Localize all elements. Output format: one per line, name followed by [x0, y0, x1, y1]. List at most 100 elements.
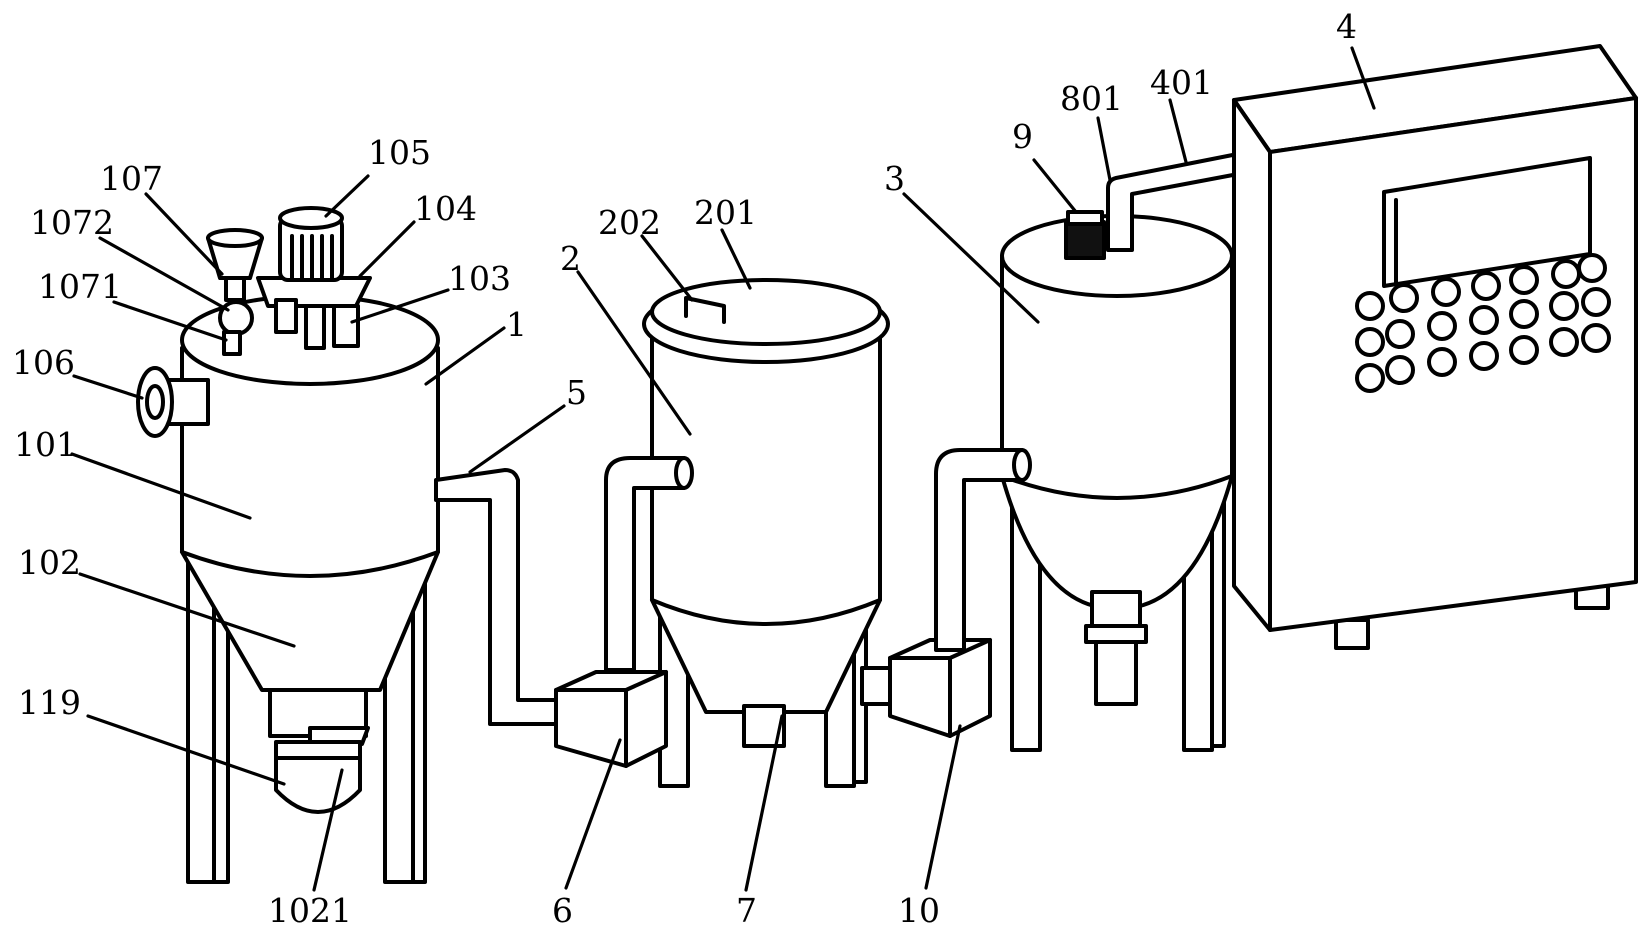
- label-107: 107: [100, 159, 163, 198]
- tank-1-motor-cap: [278, 206, 344, 230]
- control-button[interactable]: [1355, 291, 1385, 321]
- control-button[interactable]: [1389, 283, 1419, 313]
- tank-1-inlet-1071: [222, 330, 242, 356]
- leader-119: [86, 714, 286, 786]
- tank-3-inlet-pipe: [934, 448, 1024, 652]
- label-4: 4: [1336, 7, 1357, 46]
- tank-1-side-port-flange: [136, 366, 174, 438]
- tank-2-lid-handle-202: [684, 296, 726, 324]
- leader-3: [902, 192, 1040, 324]
- tank-1: [136, 206, 440, 884]
- label-10: 10: [898, 891, 940, 930]
- control-button[interactable]: [1549, 327, 1579, 357]
- label-1072: 1072: [30, 203, 114, 242]
- label-6: 6: [552, 891, 573, 930]
- leader-1021: [312, 768, 344, 892]
- tank-1-side-port-ring: [145, 384, 165, 420]
- tank-1-hopper-rim: [206, 228, 264, 248]
- leader-101: [70, 452, 252, 520]
- control-button[interactable]: [1355, 363, 1385, 393]
- tank-1-side-port-pipe: [166, 378, 210, 426]
- control-button[interactable]: [1581, 323, 1611, 353]
- filter-10: [888, 638, 992, 738]
- control-button[interactable]: [1509, 299, 1539, 329]
- control-box-buttons: [1355, 253, 1611, 393]
- filter-10-edge: [948, 638, 992, 660]
- label-1071: 1071: [38, 267, 122, 306]
- control-button[interactable]: [1509, 265, 1539, 295]
- connector-pipe: [860, 666, 894, 706]
- control-button[interactable]: [1469, 341, 1499, 371]
- leader-202: [640, 234, 694, 302]
- control-button[interactable]: [1551, 259, 1581, 289]
- part-labels: 105 107 104 1072 103 1071 1 106 101 102 …: [12, 7, 1357, 930]
- control-box-foot: [1334, 618, 1370, 650]
- leader-103: [350, 288, 450, 324]
- control-button[interactable]: [1427, 347, 1457, 377]
- control-button[interactable]: [1509, 335, 1539, 365]
- tank-1-top-post: [274, 298, 298, 334]
- tank-2-inlet-pipe-end: [674, 456, 694, 490]
- control-button[interactable]: [1469, 305, 1499, 335]
- leader-10: [924, 724, 962, 890]
- label-9: 9: [1012, 117, 1033, 156]
- tank-1-body: [180, 346, 440, 578]
- label-105: 105: [368, 133, 431, 172]
- filter-6-edge: [624, 670, 668, 692]
- control-button[interactable]: [1577, 253, 1607, 283]
- tank-2-body: [650, 320, 882, 626]
- filter-10-box: [888, 638, 992, 738]
- label-5: 5: [566, 373, 587, 412]
- leader-7: [744, 714, 784, 892]
- leader-4: [1350, 46, 1376, 110]
- label-801: 801: [1060, 79, 1123, 118]
- label-201: 201: [694, 193, 757, 232]
- label-401: 401: [1150, 63, 1213, 102]
- control-button[interactable]: [1385, 355, 1415, 385]
- tank-2-lid-201: [650, 278, 882, 346]
- leader-1071: [112, 300, 228, 342]
- tank-3-top-unit-cap: [1066, 210, 1104, 226]
- tank-3: [934, 142, 1286, 752]
- tank-1-top-valve-103: [332, 304, 360, 348]
- leader-2: [576, 270, 692, 436]
- leader-9: [1032, 158, 1078, 214]
- tank-1-hopper-neck: [224, 276, 246, 302]
- control-box-4: [1232, 44, 1638, 650]
- control-button[interactable]: [1427, 311, 1457, 341]
- control-button[interactable]: [1581, 287, 1611, 317]
- leader-6: [564, 738, 622, 890]
- leader-401: [1168, 98, 1188, 164]
- leader-107: [144, 192, 224, 276]
- control-button[interactable]: [1385, 319, 1415, 349]
- leader-106: [72, 374, 144, 400]
- label-103: 103: [448, 259, 511, 298]
- pipe-tank2-to-filter10: [860, 666, 894, 706]
- label-102: 102: [18, 543, 81, 582]
- label-2: 2: [560, 239, 581, 278]
- tank-3-top-unit-9: [1064, 220, 1106, 260]
- tank-3-body: [1000, 254, 1234, 500]
- label-101: 101: [14, 425, 77, 464]
- label-3: 3: [884, 159, 905, 198]
- control-button[interactable]: [1431, 277, 1461, 307]
- label-1021: 1021: [268, 891, 352, 930]
- leader-1072: [98, 236, 230, 312]
- control-button[interactable]: [1355, 327, 1385, 357]
- leader-105: [324, 174, 370, 218]
- control-button[interactable]: [1471, 271, 1501, 301]
- leader-201: [720, 228, 752, 290]
- control-button[interactable]: [1549, 291, 1579, 321]
- control-box-side: [1232, 98, 1272, 632]
- leader-104: [358, 220, 416, 278]
- tank-3-outlet-flange: [1084, 624, 1148, 644]
- label-202: 202: [598, 203, 661, 242]
- leader-lines: [70, 46, 1376, 892]
- tank-3-inlet-pipe-end: [1012, 448, 1032, 482]
- filter-6-box: [554, 670, 668, 768]
- tank-2-inlet-pipe: [604, 456, 686, 672]
- pipe-401: [1106, 146, 1272, 252]
- label-1: 1: [506, 305, 527, 344]
- label-119: 119: [18, 683, 81, 722]
